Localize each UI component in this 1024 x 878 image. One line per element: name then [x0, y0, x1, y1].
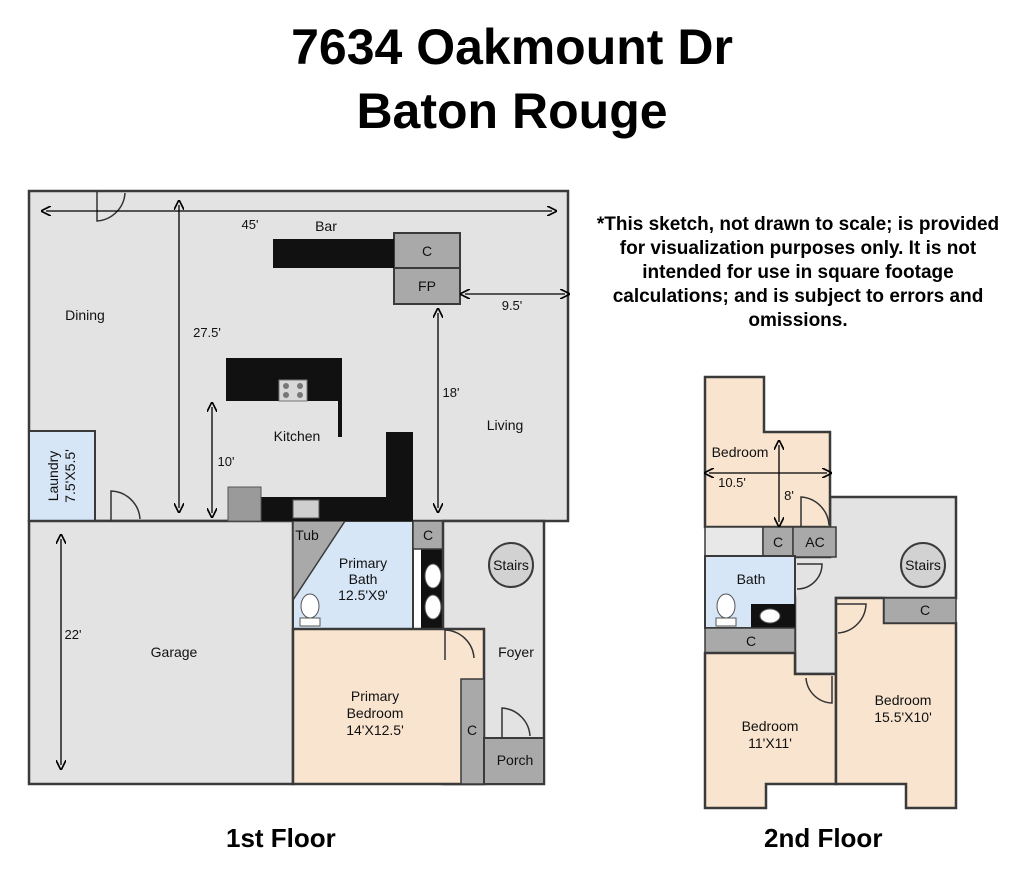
dim-width-total: 45': [242, 217, 259, 232]
refrigerator-icon: [227, 486, 262, 522]
ac-closet: [792, 526, 837, 558]
door-swing: [836, 603, 867, 634]
label-bedroom-11x11-size: 11'X11': [748, 735, 792, 751]
primary-bedroom-room: [291, 627, 486, 786]
label-primary-bedroom: Primary: [351, 688, 399, 704]
dim-living-depth: 18': [443, 385, 460, 400]
door-swing: [444, 629, 475, 660]
dim-garage-depth: 22': [65, 627, 82, 642]
label-garage: Garage: [151, 644, 198, 660]
sink-icon: [424, 563, 442, 589]
sink-icon: [424, 594, 442, 620]
label-bedroom-15x10: Bedroom: [875, 692, 932, 708]
label-ac: AC: [805, 534, 824, 550]
door-swing: [501, 707, 531, 738]
label-porch: Porch: [497, 752, 534, 768]
label-closet-tub: C: [773, 534, 783, 550]
second-floor-label: 2nd Floor: [764, 823, 883, 853]
dim-upper-bedroom-width: 10.5': [718, 475, 746, 490]
door-swing: [796, 563, 823, 590]
label-primary-bedroom-2: Bedroom: [347, 705, 404, 721]
label-primary-bath: Primary: [339, 555, 387, 571]
label-laundry: Laundry: [45, 451, 61, 502]
fireplace: [393, 267, 461, 305]
address-line-1: 7634 Oakmount Dr: [291, 19, 733, 75]
address-line-2: Baton Rouge: [356, 83, 668, 139]
closet-bar: [393, 232, 461, 269]
label-fireplace: FP: [418, 278, 436, 294]
first-floor-label: 1st Floor: [226, 823, 336, 853]
label-primary-bath-size: 12.5'X9': [338, 587, 388, 603]
stairs-first-floor: [488, 542, 534, 588]
door-swing: [800, 496, 830, 527]
label-bedroom-15x10-size: 15.5'X10': [874, 709, 932, 725]
label-upstairs-bath: Bath: [737, 571, 766, 587]
kitchen-sink-icon: [292, 499, 320, 519]
label-stairs-second: Stairs: [905, 557, 941, 573]
label-tub: Tub: [295, 527, 319, 543]
closet-bath-second: [704, 627, 796, 654]
stairs-second-floor: [900, 542, 946, 588]
label-primary-bath-2: Bath: [349, 571, 378, 587]
dim-depth-total: 27.5': [193, 325, 221, 340]
label-foyer: Foyer: [498, 644, 534, 660]
label-upper-bedroom: Bedroom: [712, 444, 769, 460]
bar-counter: [273, 239, 394, 268]
label-kitchen: Kitchen: [274, 428, 321, 444]
label-closet-bath: C: [423, 527, 433, 543]
label-closet-right: C: [920, 602, 930, 618]
dim-living-width: 9.5': [502, 298, 523, 313]
door-swing: [110, 490, 141, 521]
label-primary-bedroom-size: 14'X12.5': [346, 722, 404, 738]
bathtub-fixture: [704, 526, 764, 557]
dim-upper-bedroom-depth: 8': [784, 488, 794, 503]
porch-area: [483, 737, 545, 785]
toilet-icon: [715, 593, 737, 627]
second-floor-plan: Bedroom 10.5' 8' C AC Bath C Stairs C Be…: [703, 375, 958, 810]
label-bedroom-11x11: Bedroom: [742, 718, 799, 734]
disclaimer-note: *This sketch, not drawn to scale; is pro…: [596, 214, 1000, 331]
toilet-icon: [299, 593, 321, 627]
label-closet-bar: C: [422, 243, 432, 259]
door-swing: [805, 676, 833, 704]
label-closet-bath-second: C: [746, 633, 756, 649]
closet-bath: [412, 520, 444, 550]
garage-room: [27, 519, 295, 786]
label-dining: Dining: [65, 307, 105, 323]
label-stairs-first: Stairs: [493, 557, 529, 573]
cooktop-icon: [278, 379, 308, 402]
label-bar: Bar: [315, 218, 337, 234]
kitchen-counter-bottom: [261, 497, 413, 521]
dim-kitchen-depth: 10': [218, 454, 235, 469]
sink-icon: [759, 608, 781, 624]
closet-right: [883, 597, 957, 624]
label-closet-bedroom: C: [467, 722, 477, 738]
closet-bedroom: [460, 678, 485, 785]
first-floor-plan: Bar C FP Dining Kitchen Living Laundry 7…: [27, 189, 568, 786]
label-living: Living: [487, 417, 524, 433]
label-laundry-size: 7.5'X5.5': [62, 449, 78, 503]
